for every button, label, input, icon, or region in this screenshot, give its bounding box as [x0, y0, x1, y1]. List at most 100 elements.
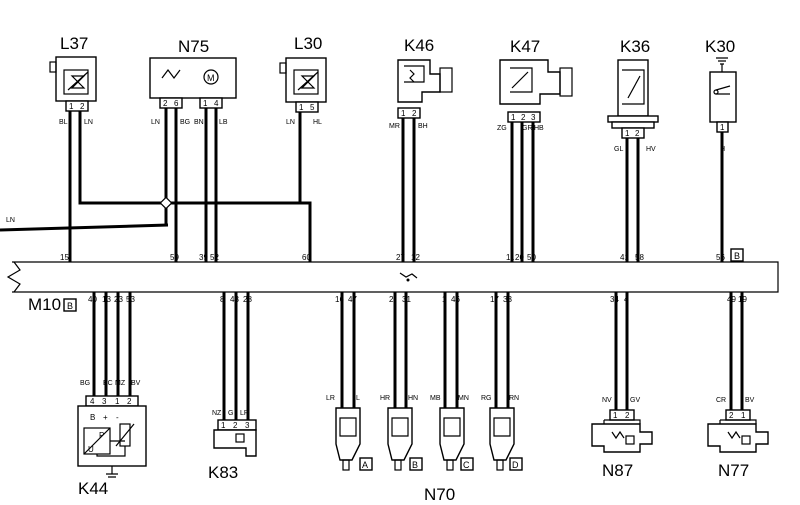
wire-code: LN — [286, 119, 295, 126]
component-label: K46 — [404, 36, 434, 55]
connector-pin: 41 — [620, 253, 629, 262]
motor-icon: M — [207, 73, 215, 83]
pin-label: 1 — [511, 113, 516, 122]
injector-c: 1 46 MB MN C — [430, 292, 474, 471]
wire-code: NZ — [212, 410, 222, 417]
pin-label: 1 — [613, 411, 618, 420]
inner-label: + — [103, 413, 108, 422]
component-label: K47 — [510, 37, 540, 56]
top-connector-tag — [730, 248, 744, 262]
connector-pin: 60 — [302, 253, 311, 262]
wire-code: BN — [194, 119, 204, 126]
connector-unit-label: M10 — [28, 295, 61, 314]
component-k47: K47 1 2 3 ZG GR HB 11 20 50 — [497, 37, 573, 262]
component-n70: 16 47 LR L A 2 31 HR HN B — [326, 292, 523, 504]
inner-label: U — [88, 445, 94, 454]
injector-d: 17 33 RG RN D — [481, 292, 523, 471]
wire-code: GR — [522, 125, 533, 132]
injector-tag: B — [412, 460, 418, 470]
pin-label: 5 — [310, 103, 315, 112]
injector-tag: C — [463, 460, 470, 470]
wire-code: HR — [380, 395, 390, 402]
component-label: K83 — [208, 463, 238, 482]
pin-label: 3 — [531, 113, 536, 122]
connector-pin: 52 — [210, 253, 219, 262]
wire-code: ZG — [497, 125, 507, 132]
wire-code: HV — [646, 146, 656, 153]
pin-label: 1 — [69, 102, 74, 111]
connector-band: B M10 B — [6, 248, 779, 314]
pin-label: 1 — [625, 129, 630, 138]
pin-label: 2 — [521, 113, 526, 122]
connector-unit-tag-label: B — [67, 301, 73, 311]
connector-pin: 27 — [396, 253, 405, 262]
wire-code: GL — [614, 146, 623, 153]
component-label: N87 — [602, 461, 633, 480]
pin-label: 2 — [80, 102, 85, 111]
wire-code: LR — [326, 395, 335, 402]
wire-code: BV — [131, 380, 141, 387]
component-label: K30 — [705, 37, 735, 56]
injector-tag: A — [362, 460, 368, 470]
wire-code: MB — [430, 395, 441, 402]
wire-code: L — [356, 395, 360, 402]
connector-pin: 12 — [411, 253, 420, 262]
connector-pin: 58 — [635, 253, 644, 262]
pin-label: 3 — [245, 421, 250, 430]
connector-pin: 16 — [335, 295, 344, 304]
pin-label: 1 — [115, 397, 120, 406]
wire-code: NV — [602, 397, 612, 404]
wire-code: MZ — [115, 380, 126, 387]
pin-label: 1 — [741, 411, 746, 420]
wire-code: BL — [59, 119, 68, 126]
inner-label: B — [90, 413, 95, 422]
component-n87: 34 4 NV GV 1 2 N87 — [591, 292, 653, 480]
component-k44: 40 13 23 53 BG BC MZ BV 4 3 1 2 B + - U … — [77, 292, 147, 498]
wire-code: LR — [240, 410, 249, 417]
component-label: N70 — [424, 485, 455, 504]
wire-code: GV — [630, 397, 640, 404]
component-k46: K46 1 2 MR BH 27 12 — [389, 36, 453, 262]
pin-label: 1 — [203, 99, 208, 108]
component-k30: K30 1 H 56 — [705, 37, 737, 262]
component-label: L37 — [60, 34, 88, 53]
pin-label: 1 — [299, 103, 304, 112]
connector-pin: 11 — [506, 253, 515, 262]
wire-code: BH — [418, 123, 428, 130]
component-l37: L37 1 2 BL LN 15 — [49, 34, 312, 262]
pin-label: 2 — [729, 411, 734, 420]
injector-a: 16 47 LR L A — [326, 292, 373, 471]
wire-code: BC — [103, 380, 113, 387]
component-label: K36 — [620, 37, 650, 56]
pin-label: 2 — [412, 109, 417, 118]
inner-label: P — [99, 431, 104, 440]
inner-label: - — [116, 413, 119, 422]
wire-code: HN — [408, 395, 418, 402]
connector-pin: 56 — [716, 253, 725, 262]
wire-code: RG — [481, 395, 492, 402]
pin-label: 1 — [221, 421, 226, 430]
wire-code: MR — [389, 123, 400, 130]
component-label: N77 — [718, 461, 749, 480]
wire-code: LN — [151, 119, 160, 126]
connector-unit-tag — [63, 298, 77, 312]
pin-label: 2 — [625, 411, 630, 420]
pin-label: 2 — [635, 129, 640, 138]
component-l30: L30 1 5 LN HL 60 — [279, 34, 327, 262]
connector-pin: 15 — [60, 253, 69, 262]
wire-code: BG — [80, 380, 90, 387]
component-label: K44 — [78, 479, 108, 498]
wire-code: G — [228, 410, 233, 417]
injector-tag: D — [512, 460, 519, 470]
component-k36: K36 1 2 GL HV 41 58 — [607, 37, 659, 262]
pin-label: 4 — [214, 99, 219, 108]
wire-code: HL — [313, 119, 322, 126]
wire-code: HB — [534, 125, 544, 132]
connector-pin: 20 — [515, 253, 524, 262]
wire-code: BV — [745, 397, 755, 404]
loose-wire: LN — [0, 217, 169, 232]
pin-label: 1 — [720, 123, 725, 132]
wire-code: LN — [84, 119, 93, 126]
component-n75: N75 M 2 6 1 4 LN BG BN LB 59 39 52 — [149, 37, 237, 262]
